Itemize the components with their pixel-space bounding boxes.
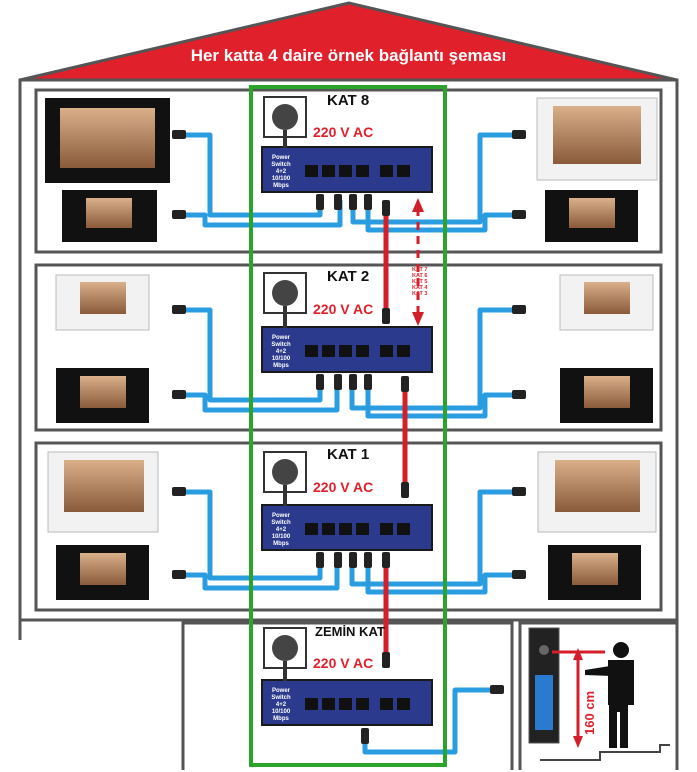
intermediate-floor: KAT 3: [412, 291, 428, 297]
indoor-monitor: [536, 97, 658, 181]
indoor-monitor: [537, 451, 657, 533]
indoor-monitor: [47, 451, 159, 533]
person-silhouette-icon: [585, 642, 634, 748]
floor-label-kat1: KAT 1: [327, 446, 370, 463]
indoor-monitor: [560, 368, 653, 423]
indoor-monitor: [559, 274, 654, 331]
intermediate-floor: KAT 5: [412, 279, 428, 285]
switch-label: Power Switch 4+2 10/100 Mbps: [271, 335, 291, 369]
intermediate-floor: KAT 6: [412, 273, 428, 279]
ground-floor-frame: [181, 621, 514, 770]
floor-label-zemin: ZEMİN KAT: [315, 624, 385, 639]
roof: [19, 1, 678, 82]
switch-kat2: [261, 326, 433, 373]
building-frame: [18, 78, 679, 622]
voltage-label-kat8: 220 V AC: [313, 124, 374, 140]
rj45-plug-group: [172, 130, 526, 744]
indoor-monitor: [55, 274, 150, 331]
intermediate-floor: KAT 7: [412, 267, 428, 273]
indoor-monitor: [62, 190, 157, 242]
cable-group: [180, 132, 520, 755]
floor-frame-kat2: [34, 263, 663, 432]
switch-kat8: [261, 146, 433, 193]
panel-height-label: 160 cm: [582, 690, 597, 735]
indoor-monitor: [56, 368, 149, 423]
voltage-label-zemin: 220 V AC: [313, 655, 374, 671]
floor-frame-kat8: [34, 88, 663, 254]
height-arrow: [552, 648, 605, 748]
entrance-frame: [518, 621, 679, 770]
indoor-monitor: [56, 545, 149, 600]
intermediate-floor-list: KAT 7 KAT 6 KAT 5 KAT 4 KAT 3: [412, 267, 427, 297]
switch-label: Power Switch 4+2 10/100 Mbps: [271, 688, 291, 722]
switch-label: Power Switch 4+2 10/100 Mbps: [271, 513, 291, 547]
switch-label: Power Switch 4+2 10/100 Mbps: [271, 155, 291, 189]
floor-label-kat2: KAT 2: [327, 268, 370, 285]
voltage-label-kat1: 220 V AC: [313, 479, 374, 495]
intermediate-floor: KAT 4: [412, 285, 428, 291]
indoor-monitor: [545, 190, 638, 242]
indoor-monitor: [548, 545, 641, 600]
uplink-group: [383, 205, 408, 655]
switch-zemin: [261, 679, 433, 726]
riser-shaft: [249, 85, 447, 767]
switch-kat1: [261, 504, 433, 551]
floor-label-kat8: KAT 8: [327, 92, 370, 109]
diagram-title: Her katta 4 daire örnek bağlantı şeması: [190, 46, 507, 65]
entrance-steps: [540, 744, 670, 761]
indoor-monitor: [45, 98, 170, 183]
door-panel: [528, 627, 560, 744]
voltage-label-kat2: 220 V AC: [313, 301, 374, 317]
floor-frame-kat1: [34, 441, 663, 612]
